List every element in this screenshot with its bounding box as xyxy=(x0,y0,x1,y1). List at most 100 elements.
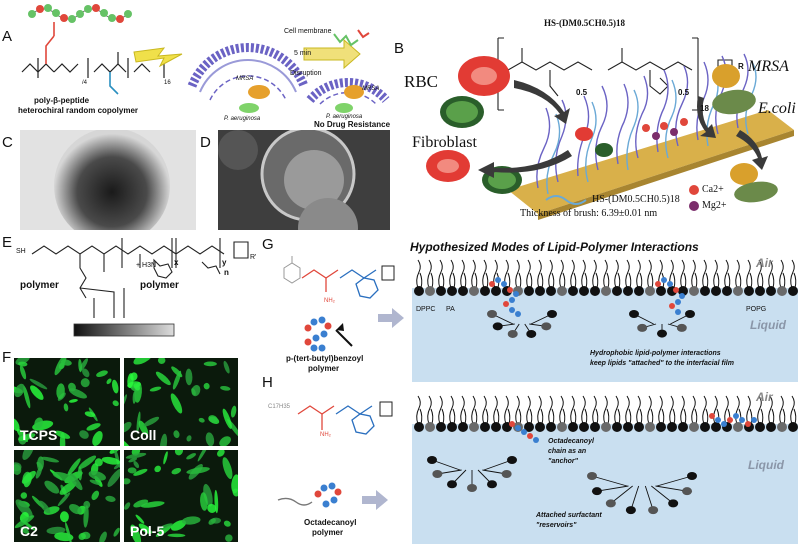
panel-label-d: D xyxy=(200,134,211,151)
panel-e: SH x y n + H3N R' polymer polymer xyxy=(14,232,264,344)
bacteria-membrane-icon-1 xyxy=(187,43,309,113)
mrsa-icon xyxy=(712,64,758,185)
panel-h-membrane: Air Liquid Octadecanoyl chain as an "anc… xyxy=(412,390,798,544)
pa-label-2: P. aeruginosa xyxy=(326,114,363,120)
reservoir-1: Attached surfactant xyxy=(536,512,602,519)
mrsa-label-2: MRSA xyxy=(362,86,380,92)
r-prime-group: R' xyxy=(250,254,257,261)
curved-arrows-icon xyxy=(478,80,768,178)
air-label-h: Air xyxy=(756,390,773,404)
benzoyl-group-icon xyxy=(283,256,301,284)
lipid-monolayer-g xyxy=(487,310,695,338)
c17-group: C17H35 xyxy=(268,404,291,410)
unit-left: 0.5 xyxy=(576,88,588,97)
panel-b: HS-(DM0.5CH0.5)18 0.5 0.5 18 R RBC Fibro… xyxy=(398,0,800,228)
arrow-text-1: Cell membrane xyxy=(284,28,332,35)
arrow-text-3: Disruption xyxy=(290,70,322,77)
panel-e-structure xyxy=(31,238,249,337)
ecoli-label: E.coli xyxy=(758,100,796,117)
panel-label-b: B xyxy=(394,40,405,57)
cell-image-c2: C2 xyxy=(14,450,120,542)
popg-label: POPG xyxy=(746,306,767,313)
lightning-arrow-icon xyxy=(133,47,183,68)
fibroblast-icon xyxy=(440,96,613,194)
gradient-substrate-icon xyxy=(73,323,175,337)
tbutyl-polymer-structure xyxy=(283,256,404,352)
legend-brush: HS-(DM0.5CH0.5)18 xyxy=(592,194,680,205)
mrsa-label-1: MRSA xyxy=(236,76,254,82)
bead-polymer-icon-g xyxy=(304,316,332,352)
repeat-y: y xyxy=(222,258,227,267)
panel-g-structure: NH₂ p-(tert-butyl)benzoyl polymer xyxy=(278,250,408,374)
arrow-text-2: 5 min xyxy=(294,50,312,57)
anchor-3: "anchor" xyxy=(548,458,578,465)
liquid-label-h: Liquid xyxy=(748,458,784,472)
note-g-1: Hydrophobic lipid-polymer interactions xyxy=(590,350,721,357)
subscript-right: 16 xyxy=(164,80,171,86)
panel-g-membrane: Air Liquid DPPC PA POPG Hydrophobic lipi… xyxy=(412,254,798,382)
legend-ca: Ca2+ xyxy=(702,184,724,195)
polymer-label-right: polymer xyxy=(140,280,179,291)
brush-formula: HS-(DM0.5CH0.5)18 xyxy=(544,18,625,28)
pointer-arrow-icon xyxy=(335,329,353,347)
panel-a: poly-β-peptide heterochiral random copol… xyxy=(14,0,392,132)
lipid-heads-h xyxy=(414,395,798,443)
polymer-backbone-icon xyxy=(31,238,249,318)
reservoir-2: "reservoirs" xyxy=(536,522,577,529)
mrsa-label: MRSA xyxy=(748,58,789,75)
panel-label-f: F xyxy=(2,349,12,366)
panel-b-graphics xyxy=(426,37,794,220)
disruption-arrow-icon xyxy=(303,38,361,70)
note-g-2: keep lipids "attached" to the interfacia… xyxy=(590,360,734,367)
panel-label-e: E xyxy=(2,234,13,251)
panel-a-graphics xyxy=(21,4,390,113)
cell-texture-icon xyxy=(14,450,120,542)
cell-label-coll: Coll xyxy=(130,427,157,443)
lipid-heads-g xyxy=(414,259,798,317)
subscript-left: /4 xyxy=(82,80,88,86)
polymer-label-left: polymer xyxy=(20,280,59,291)
cell-texture-icon xyxy=(14,358,119,446)
panel-g-title: Hypothesized Modes of Lipid-Polymer Inte… xyxy=(410,240,699,254)
pa-label-1: P. aeruginosa xyxy=(224,116,261,122)
repeat-n: 18 xyxy=(700,104,709,113)
lipid-monolayer-h xyxy=(427,456,697,515)
air-label-g: Air xyxy=(756,256,773,270)
right-arrow-icon xyxy=(378,308,404,328)
fibroblast-label: Fibroblast xyxy=(412,134,477,151)
legend-mg-icon xyxy=(689,201,699,211)
r-group: R xyxy=(738,62,744,71)
no-drug-resistance: No Drug Resistance xyxy=(314,120,391,129)
brush-surface-icon xyxy=(508,53,794,220)
panel-d-micrograph xyxy=(218,126,390,258)
repeat-x: x xyxy=(174,258,179,267)
rbc-label: RBC xyxy=(404,72,439,91)
red-blood-cell-icon xyxy=(426,56,593,182)
micrograph-particle-c xyxy=(20,128,196,244)
cell-label-pol5: Pol-5 xyxy=(130,523,165,539)
polymer-name-g-2: polymer xyxy=(308,364,340,373)
unit-right: 0.5 xyxy=(678,88,690,97)
cell-image-pol5: Pol-5 xyxy=(124,450,238,542)
right-arrow-icon xyxy=(362,490,388,510)
panel-h-structure: C17H35 NH₂ Octadecanoyl polymer xyxy=(268,392,410,542)
pa-label: PA xyxy=(446,306,455,313)
legend-mg: Mg2+ xyxy=(702,200,727,211)
bead-chain-icon xyxy=(28,4,132,23)
cell-label-c2: C2 xyxy=(20,523,38,539)
polymer-name-g-1: p-(tert-butyl)benzoyl xyxy=(286,354,364,363)
sh-group: SH xyxy=(16,248,26,255)
panel-label-c: C xyxy=(2,134,13,151)
panel-label-a: A xyxy=(2,28,13,45)
panel-label-g: G xyxy=(262,236,274,253)
polymer-name-h-1: Octadecanoyl xyxy=(304,518,357,527)
anchor-1: Octadecanoyl xyxy=(548,438,594,445)
anchor-2: chain as an xyxy=(548,448,587,455)
ecoli-icon xyxy=(712,89,778,203)
polymer-name-2: heterochiral random copolymer xyxy=(18,106,139,115)
repeat-n-e: n xyxy=(224,268,229,277)
cell-image-tcps: TCPS xyxy=(14,358,120,446)
polymer-name-h-2: polymer xyxy=(312,528,344,537)
panel-c-micrograph xyxy=(20,128,196,244)
cell-image-coll: Coll xyxy=(124,358,238,446)
